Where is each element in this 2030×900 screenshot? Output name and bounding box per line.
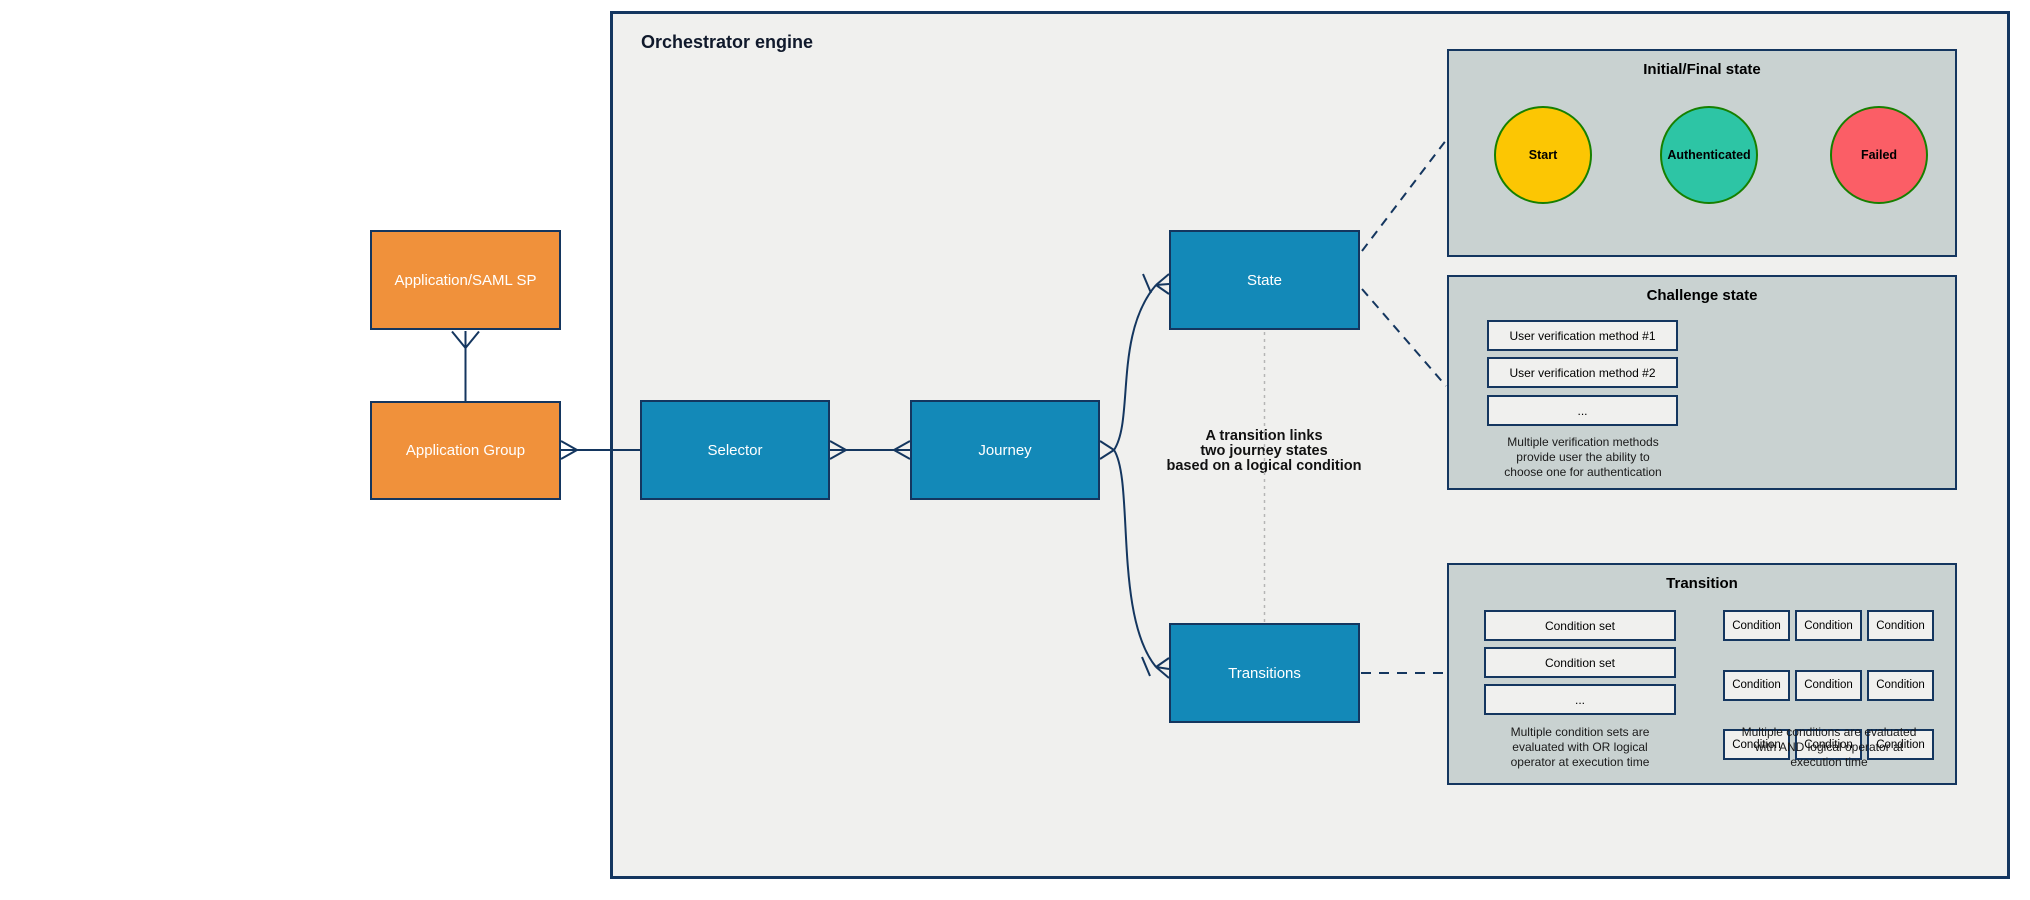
condition-cell: Condition <box>1867 610 1934 641</box>
verification-method-label: User verification method #1 <box>1509 328 1656 343</box>
condition-set-label: ... <box>1574 692 1585 707</box>
node-application-group-label: Application Group <box>405 442 526 459</box>
node-selector-label: Selector <box>707 441 763 459</box>
panel-transition: Transition Condition set Condition set .… <box>1447 563 1957 785</box>
state-circle-start: Start <box>1494 106 1592 204</box>
orchestrator-engine-title: Orchestrator engine <box>641 32 814 52</box>
transition-annotation-line: based on a logical condition <box>1166 458 1362 474</box>
panel-transition-title: Transition <box>1666 575 1738 592</box>
condition-cell: Condition <box>1723 610 1790 641</box>
node-application-group: Application Group <box>370 401 561 500</box>
state-circle-authenticated-label: Authenticated <box>1667 148 1751 162</box>
condition-grid-row: Condition Condition Condition <box>1723 669 1934 701</box>
transition-annotation-line: two journey states <box>1200 443 1328 459</box>
verification-method-box: ... <box>1487 395 1678 426</box>
caption-line: Multiple condition sets are <box>1510 725 1650 739</box>
condition-grid-row: Condition Condition Condition <box>1723 729 1934 760</box>
conditions-caption: Multiple conditions are evaluated with A… <box>1699 725 1959 770</box>
condition-cell: Condition <box>1795 729 1862 760</box>
condition-grid: Condition Condition Condition Condition … <box>1723 610 1934 760</box>
condition-cell: Condition <box>1723 669 1790 701</box>
transition-annotation: A transition links two journey states ba… <box>1080 429 1448 474</box>
caption-line: choose one for authentication <box>1504 465 1662 479</box>
condition-set-label: Condition set <box>1544 618 1616 633</box>
condition-cell: Condition <box>1867 669 1934 701</box>
condition-cell: Condition <box>1723 729 1790 760</box>
condition-cell: Condition <box>1795 610 1862 641</box>
condition-set-label: Condition set <box>1544 655 1616 670</box>
node-journey-label: Journey <box>978 441 1032 459</box>
node-selector: Selector <box>640 400 830 500</box>
panel-challenge-state: Challenge state User verification method… <box>1447 275 1957 490</box>
verification-method-label: User verification method #2 <box>1509 365 1656 380</box>
caption-line: provide user the ability to <box>1516 450 1650 464</box>
panel-initial-final-state: Initial/Final state Start Authenticated … <box>1447 49 1957 257</box>
condition-grid-row: Condition Condition Condition <box>1723 610 1934 641</box>
state-circle-authenticated: Authenticated <box>1660 106 1758 204</box>
state-circle-failed-label: Failed <box>1860 148 1898 162</box>
node-state: State <box>1169 230 1360 330</box>
caption-line: execution time <box>1790 755 1868 769</box>
caption-line: Multiple conditions are evaluated <box>1741 725 1917 739</box>
verification-method-label: ... <box>1577 403 1588 418</box>
caption-line: Multiple verification methods <box>1507 435 1659 449</box>
caption-line: with AND logical operator at <box>1754 740 1904 754</box>
node-transitions: Transitions <box>1169 623 1360 723</box>
state-circle-failed: Failed <box>1830 106 1928 204</box>
verification-method-box: User verification method #2 <box>1487 357 1678 388</box>
node-application-saml-sp-label: Application/SAML SP <box>394 271 537 289</box>
condition-set-box: Condition set <box>1484 610 1676 641</box>
condition-set-box: ... <box>1484 684 1676 715</box>
panel-initial-final-state-title: Initial/Final state <box>1643 61 1761 78</box>
node-state-label: State <box>1246 271 1283 289</box>
node-transitions-label: Transitions <box>1228 664 1301 682</box>
challenge-state-caption: Multiple verification methods provide us… <box>1449 435 1717 480</box>
panel-challenge-state-title: Challenge state <box>1646 287 1758 304</box>
connector-appsaml-appgroup <box>451 330 480 401</box>
condition-sets-caption: Multiple condition sets are evaluated wi… <box>1449 725 1711 770</box>
state-circle-start-label: Start <box>1528 148 1558 162</box>
node-application-saml-sp: Application/SAML SP <box>370 230 561 330</box>
transition-annotation-line: A transition links <box>1205 428 1323 444</box>
verification-method-box: User verification method #1 <box>1487 320 1678 351</box>
node-journey: Journey <box>910 400 1100 500</box>
condition-cell: Condition <box>1867 729 1934 760</box>
condition-set-box: Condition set <box>1484 647 1676 678</box>
condition-cell: Condition <box>1795 669 1862 701</box>
caption-line: evaluated with OR logical <box>1512 740 1648 754</box>
caption-line: operator at execution time <box>1510 755 1650 769</box>
